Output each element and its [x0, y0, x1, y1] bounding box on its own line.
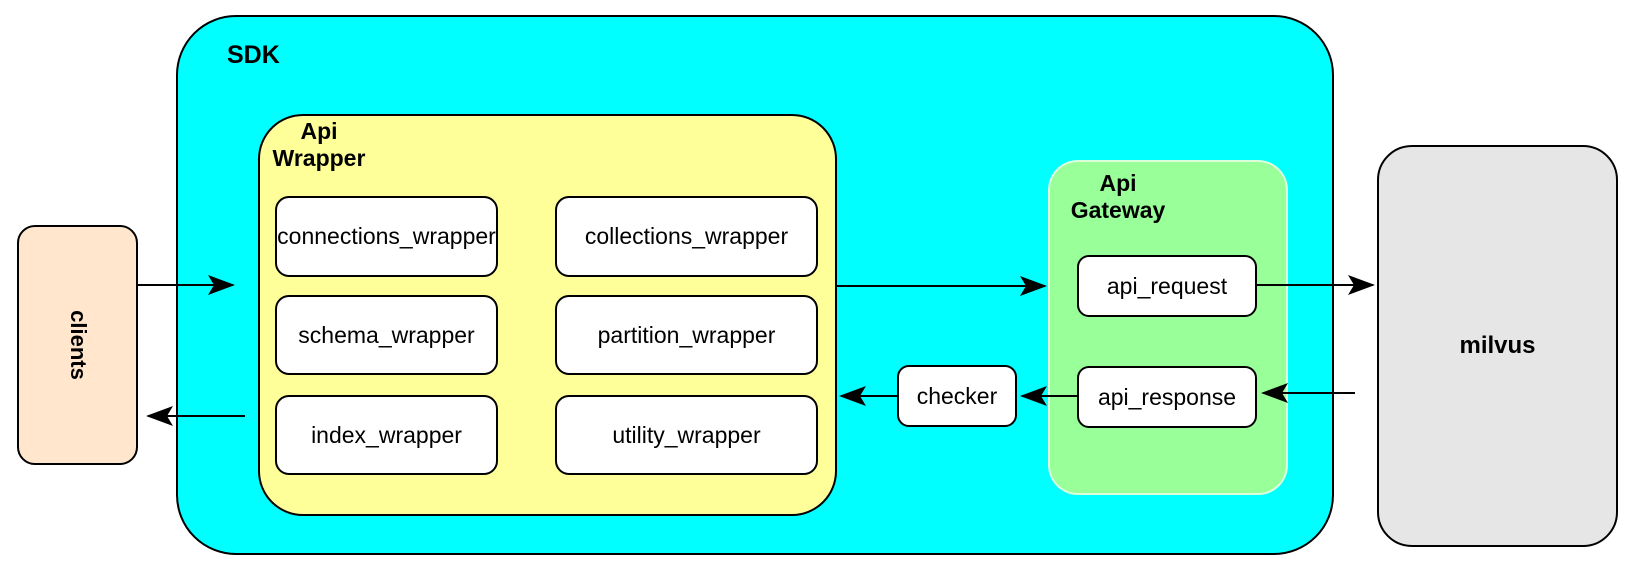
api-response-node: api_response	[1077, 366, 1257, 428]
clients-node: clients	[17, 225, 138, 465]
module-schema-wrapper: schema_wrapper	[275, 295, 498, 375]
api-wrapper-label: Api Wrapper	[259, 118, 379, 172]
api-gateway-container	[1048, 160, 1288, 495]
api-wrapper-label-line1: Api	[300, 118, 338, 144]
module-collections-wrapper: collections_wrapper	[555, 196, 818, 277]
checker-node: checker	[897, 365, 1017, 427]
api-gateway-label-line1: Api	[1099, 170, 1137, 196]
module-partition-wrapper: partition_wrapper	[555, 295, 818, 375]
api-gateway-label-line2: Gateway	[1070, 197, 1166, 223]
module-index-wrapper: index_wrapper	[275, 395, 498, 475]
clients-label: clients	[65, 310, 91, 380]
sdk-label: SDK	[227, 41, 280, 69]
module-connections-wrapper: connections_wrapper	[275, 196, 498, 277]
module-utility-wrapper: utility_wrapper	[555, 395, 818, 475]
api-wrapper-label-line2: Wrapper	[272, 145, 366, 171]
api-gateway-label: Api Gateway	[1058, 170, 1178, 224]
api-request-node: api_request	[1077, 255, 1257, 317]
milvus-node: milvus	[1377, 145, 1618, 547]
